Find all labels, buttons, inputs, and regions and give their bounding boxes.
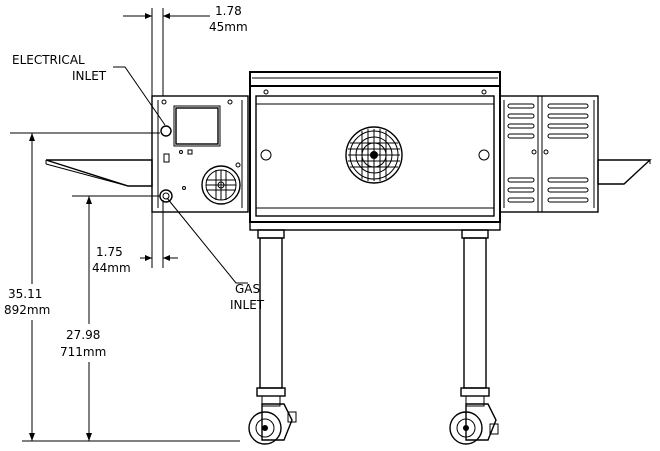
top-offset-inches: 1.78 (215, 4, 242, 18)
bottom-offset-inches: 1.75 (96, 245, 123, 259)
left-control-panel (151, 95, 249, 213)
inlet-height-inches: 27.98 (66, 328, 100, 342)
gas-inlet-label-line2: INLET (230, 298, 265, 312)
inlet-height-mm: 711mm (60, 345, 106, 359)
gas-inlet-icon (159, 189, 173, 203)
left-leg (256, 229, 286, 407)
electrical-inlet-label-line2: INLET (72, 69, 107, 83)
right-caster-icon (449, 403, 499, 445)
gas-inlet-label-line1: GAS (235, 282, 260, 296)
bottom-offset-mm: 44mm (92, 261, 131, 275)
right-vent-panel (499, 95, 599, 213)
left-caster-icon (248, 403, 297, 445)
electrical-inlet-label-line1: ELECTRICAL (12, 53, 85, 67)
panel-fan-icon (201, 165, 241, 205)
oven-body (249, 71, 501, 231)
main-fan-icon (345, 126, 403, 184)
electrical-inlet-icon (160, 125, 172, 137)
total-height-mm: 892mm (4, 303, 50, 317)
total-height-inches: 35.11 (8, 287, 42, 301)
top-offset-mm: 45mm (209, 20, 248, 34)
left-conveyor-shelf (45, 159, 153, 187)
right-leg (460, 229, 490, 407)
dimension-lines (10, 8, 248, 442)
right-conveyor-shelf (597, 159, 652, 185)
